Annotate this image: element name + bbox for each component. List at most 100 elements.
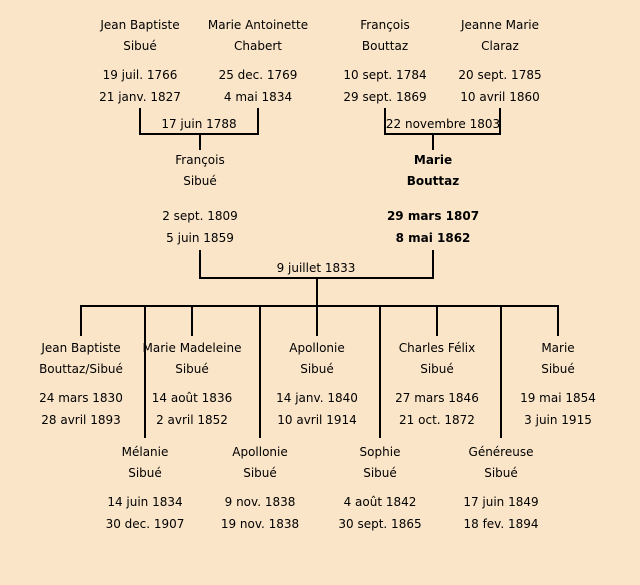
person-child-5: Marie Sibué 19 mai 1854 3 juin 1915	[493, 338, 623, 431]
child-drop-line	[379, 305, 381, 438]
name-line1: Marie Madeleine	[142, 341, 242, 355]
death-date: 10 avril 1914	[277, 413, 357, 427]
death-date: 18 fev. 1894	[463, 517, 539, 531]
birth-date: 10 sept. 1784	[343, 68, 427, 82]
birth-date: 9 nov. 1838	[224, 495, 296, 509]
birth-date: 20 sept. 1785	[458, 68, 542, 82]
person-father: François Sibué 2 sept. 1809 5 juin 1859	[135, 150, 265, 249]
person-dates: 4 août 1842 30 sept. 1865	[315, 491, 445, 535]
death-date: 30 sept. 1865	[338, 517, 422, 531]
death-date: 21 janv. 1827	[99, 90, 181, 104]
birth-date: 14 juin 1834	[107, 495, 183, 509]
person-child-2: Marie Madeleine Sibué 14 août 1836 2 avr…	[127, 338, 257, 431]
person-dates: 14 août 1836 2 avril 1852	[127, 387, 257, 431]
marriage-line	[384, 133, 501, 135]
marriage-date-label: 9 juillet 1833	[276, 261, 356, 275]
marriage-date-label: 17 juin 1788	[161, 117, 237, 131]
person-name: Marie Antoinette Chabert	[193, 15, 323, 57]
person-dates: 9 nov. 1838 19 nov. 1838	[195, 491, 325, 535]
death-date: 4 mai 1834	[223, 90, 293, 104]
parent-drop-line	[257, 108, 259, 133]
child-drop-line	[144, 305, 146, 438]
person-child-1: Jean Baptiste Bouttaz/Sibué 24 mars 1830…	[16, 338, 146, 431]
name-line1: Généreuse	[468, 445, 534, 459]
parent-drop-line	[199, 250, 201, 277]
person-child-6: Mélanie Sibué 14 juin 1834 30 dec. 1907	[80, 442, 210, 535]
child-drop-line	[436, 305, 438, 336]
death-date: 21 oct. 1872	[399, 413, 475, 427]
name-line2: Bouttaz/Sibué	[39, 362, 123, 376]
person-name: Jean Baptiste Sibué	[75, 15, 205, 57]
death-date: 3 juin 1915	[524, 413, 592, 427]
name-line1: Marie Antoinette	[207, 18, 309, 32]
sibling-bar	[80, 305, 559, 307]
death-date: 30 dec. 1907	[105, 517, 185, 531]
name-line1: Jean Baptiste	[100, 18, 180, 32]
person-dates: 27 mars 1846 21 oct. 1872	[372, 387, 502, 431]
person-child-3: Apollonie Sibué 14 janv. 1840 10 avril 1…	[252, 338, 382, 431]
birth-date: 24 mars 1830	[39, 391, 123, 405]
name-line2: Sibué	[183, 174, 217, 188]
death-date: 8 mai 1862	[395, 231, 471, 245]
birth-date: 27 mars 1846	[395, 391, 479, 405]
person-dates: 14 janv. 1840 10 avril 1914	[252, 387, 382, 431]
person-name: Jean Baptiste Bouttaz/Sibué	[16, 338, 146, 380]
child-drop-line	[80, 305, 82, 336]
name-line2: Bouttaz	[406, 174, 460, 188]
person-dates: 24 mars 1830 28 avril 1893	[16, 387, 146, 431]
child-drop-line	[259, 305, 261, 438]
death-date: 5 juin 1859	[166, 231, 234, 245]
person-gp2-husband: François Bouttaz 10 sept. 1784 29 sept. …	[320, 15, 450, 108]
birth-date: 2 sept. 1809	[162, 209, 238, 223]
death-date: 28 avril 1893	[41, 413, 121, 427]
parent-drop-line	[384, 108, 386, 133]
parent-drop-line	[432, 250, 434, 277]
birth-date: 25 dec. 1769	[218, 68, 298, 82]
name-line1: François	[360, 18, 410, 32]
person-name: François Sibué	[135, 150, 265, 192]
name-line1: François	[175, 153, 225, 167]
parent-drop-line	[139, 108, 141, 133]
child-drop-line	[191, 305, 193, 336]
person-child-8: Sophie Sibué 4 août 1842 30 sept. 1865	[315, 442, 445, 535]
name-line2: Sibué	[363, 466, 397, 480]
birth-date: 29 mars 1807	[386, 209, 480, 223]
birth-date: 19 mai 1854	[520, 391, 596, 405]
person-dates: 19 mai 1854 3 juin 1915	[493, 387, 623, 431]
person-dates: 14 juin 1834 30 dec. 1907	[80, 491, 210, 535]
person-name: Généreuse Sibué	[436, 442, 566, 484]
birth-date: 14 août 1836	[151, 391, 233, 405]
person-name: Apollonie Sibué	[195, 442, 325, 484]
name-line2: Sibué	[123, 39, 157, 53]
name-line1: Marie	[541, 341, 575, 355]
person-child-4: Charles Félix Sibué 27 mars 1846 21 oct.…	[372, 338, 502, 431]
person-dates: 20 sept. 1785 10 avril 1860	[435, 64, 565, 108]
person-gp1-husband: Jean Baptiste Sibué 19 juil. 1766 21 jan…	[75, 15, 205, 108]
person-dates: 29 mars 1807 8 mai 1862	[368, 205, 498, 249]
person-dates: 10 sept. 1784 29 sept. 1869	[320, 64, 450, 108]
person-name: Jeanne Marie Claraz	[435, 15, 565, 57]
name-line1: Apollonie	[289, 341, 345, 355]
name-line2: Sibué	[175, 362, 209, 376]
name-line2: Sibué	[420, 362, 454, 376]
name-line1: Charles Félix	[398, 341, 476, 355]
person-name: Mélanie Sibué	[80, 442, 210, 484]
person-name: François Bouttaz	[320, 15, 450, 57]
birth-date: 17 juin 1849	[463, 495, 539, 509]
person-name: Marie Sibué	[493, 338, 623, 380]
marriage-date-label: 22 novembre 1803	[385, 117, 501, 131]
death-date: 2 avril 1852	[156, 413, 228, 427]
person-dates: 25 dec. 1769 4 mai 1834	[193, 64, 323, 108]
person-name: Charles Félix Sibué	[372, 338, 502, 380]
name-line1: Marie	[413, 153, 453, 167]
person-gp2-wife: Jeanne Marie Claraz 20 sept. 1785 10 avr…	[435, 15, 565, 108]
child-drop-line	[500, 305, 502, 438]
name-line1: Mélanie	[121, 445, 169, 459]
name-line2: Sibué	[484, 466, 518, 480]
person-child-9: Généreuse Sibué 17 juin 1849 18 fev. 189…	[436, 442, 566, 535]
person-child-7: Apollonie Sibué 9 nov. 1838 19 nov. 1838	[195, 442, 325, 535]
person-name: Sophie Sibué	[315, 442, 445, 484]
name-line2: Sibué	[541, 362, 575, 376]
person-dates: 2 sept. 1809 5 juin 1859	[135, 205, 265, 249]
birth-date: 19 juil. 1766	[102, 68, 178, 82]
